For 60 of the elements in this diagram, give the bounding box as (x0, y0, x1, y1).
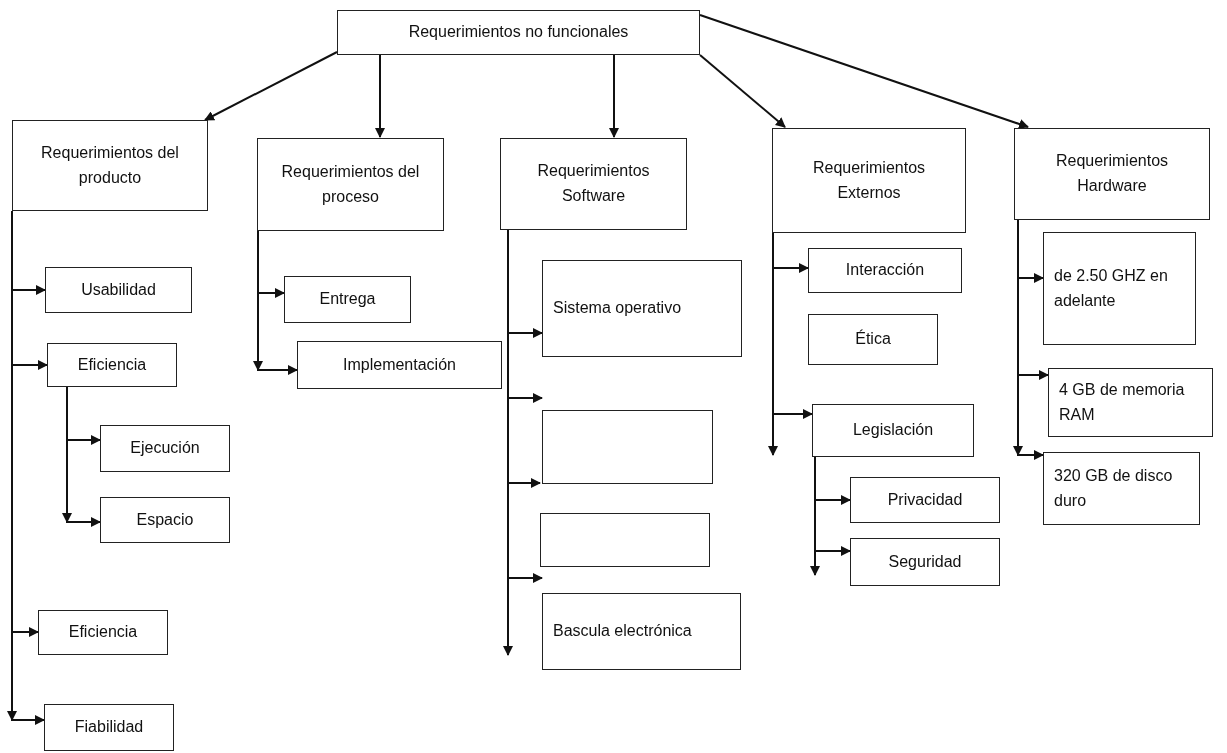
arrow (375, 54, 385, 138)
requirement-box (337, 10, 700, 55)
box-label: Privacidad (887, 489, 963, 510)
requirement-box (542, 593, 741, 670)
box-label: 4 GB de memoria RAM (1059, 379, 1186, 425)
arrow (257, 230, 298, 375)
requirement-box (297, 341, 502, 389)
box-label: Requerimientos Software (536, 161, 651, 206)
box-label: Requerimientos no funcionales (408, 22, 629, 43)
requirement-box (850, 538, 1000, 586)
requirement-box (808, 248, 962, 293)
box-label: Requerimientos Hardware (1054, 151, 1170, 196)
box-label: Requerimientos del producto (40, 142, 180, 188)
box-label: Requerimientos Externos (811, 157, 927, 203)
box-label: 320 GB de disco duro (1054, 465, 1174, 511)
requirement-box (1043, 232, 1196, 345)
requirement-box (47, 343, 177, 387)
requirement-box (1043, 452, 1200, 525)
requirement-box (1048, 368, 1213, 437)
requirement-box (38, 610, 168, 655)
requirement-box (1014, 128, 1210, 220)
requirement-box (500, 138, 687, 230)
arrow (772, 232, 813, 419)
box-label: Sistema operativo (553, 298, 682, 319)
arrow (699, 54, 786, 128)
box-label: Requerimientos del proceso (280, 161, 421, 207)
box-label: Fiabilidad (74, 717, 144, 738)
requirement-box (850, 477, 1000, 523)
box-label: Interacción (845, 260, 925, 281)
arrow (1017, 219, 1044, 460)
arrow (66, 386, 101, 527)
arrow (699, 14, 1029, 129)
box-label: Entrega (319, 289, 376, 310)
box-label: Ejecución (130, 438, 200, 459)
requirement-box (812, 404, 974, 457)
box-label: de 2.50 GHZ en adelante (1054, 265, 1169, 311)
box-label: Usabilidad (81, 279, 156, 300)
box-label: Implementación (343, 354, 456, 375)
requirement-box (100, 497, 230, 543)
requirement-box (542, 260, 742, 357)
box-label: Seguridad (888, 551, 962, 572)
requirement-box (44, 704, 174, 751)
requirement-box (45, 267, 192, 313)
arrow (609, 54, 619, 138)
arrow (814, 456, 851, 556)
empty-box (542, 410, 713, 484)
box-label: Eficiencia (77, 354, 147, 375)
arrow (204, 51, 338, 121)
requirement-box (772, 128, 966, 233)
box-label: Legislación (852, 420, 934, 441)
box-label: Espacio (136, 509, 194, 530)
box-label: Bascula electrónica (553, 621, 692, 642)
requirement-box (100, 425, 230, 472)
requirement-box (257, 138, 444, 231)
requirement-box (808, 314, 938, 365)
requirement-box (284, 276, 411, 323)
requirement-box (12, 120, 208, 211)
box-label: Eficiencia (68, 622, 138, 643)
box-label: Ética (855, 328, 891, 350)
empty-box (540, 513, 710, 567)
